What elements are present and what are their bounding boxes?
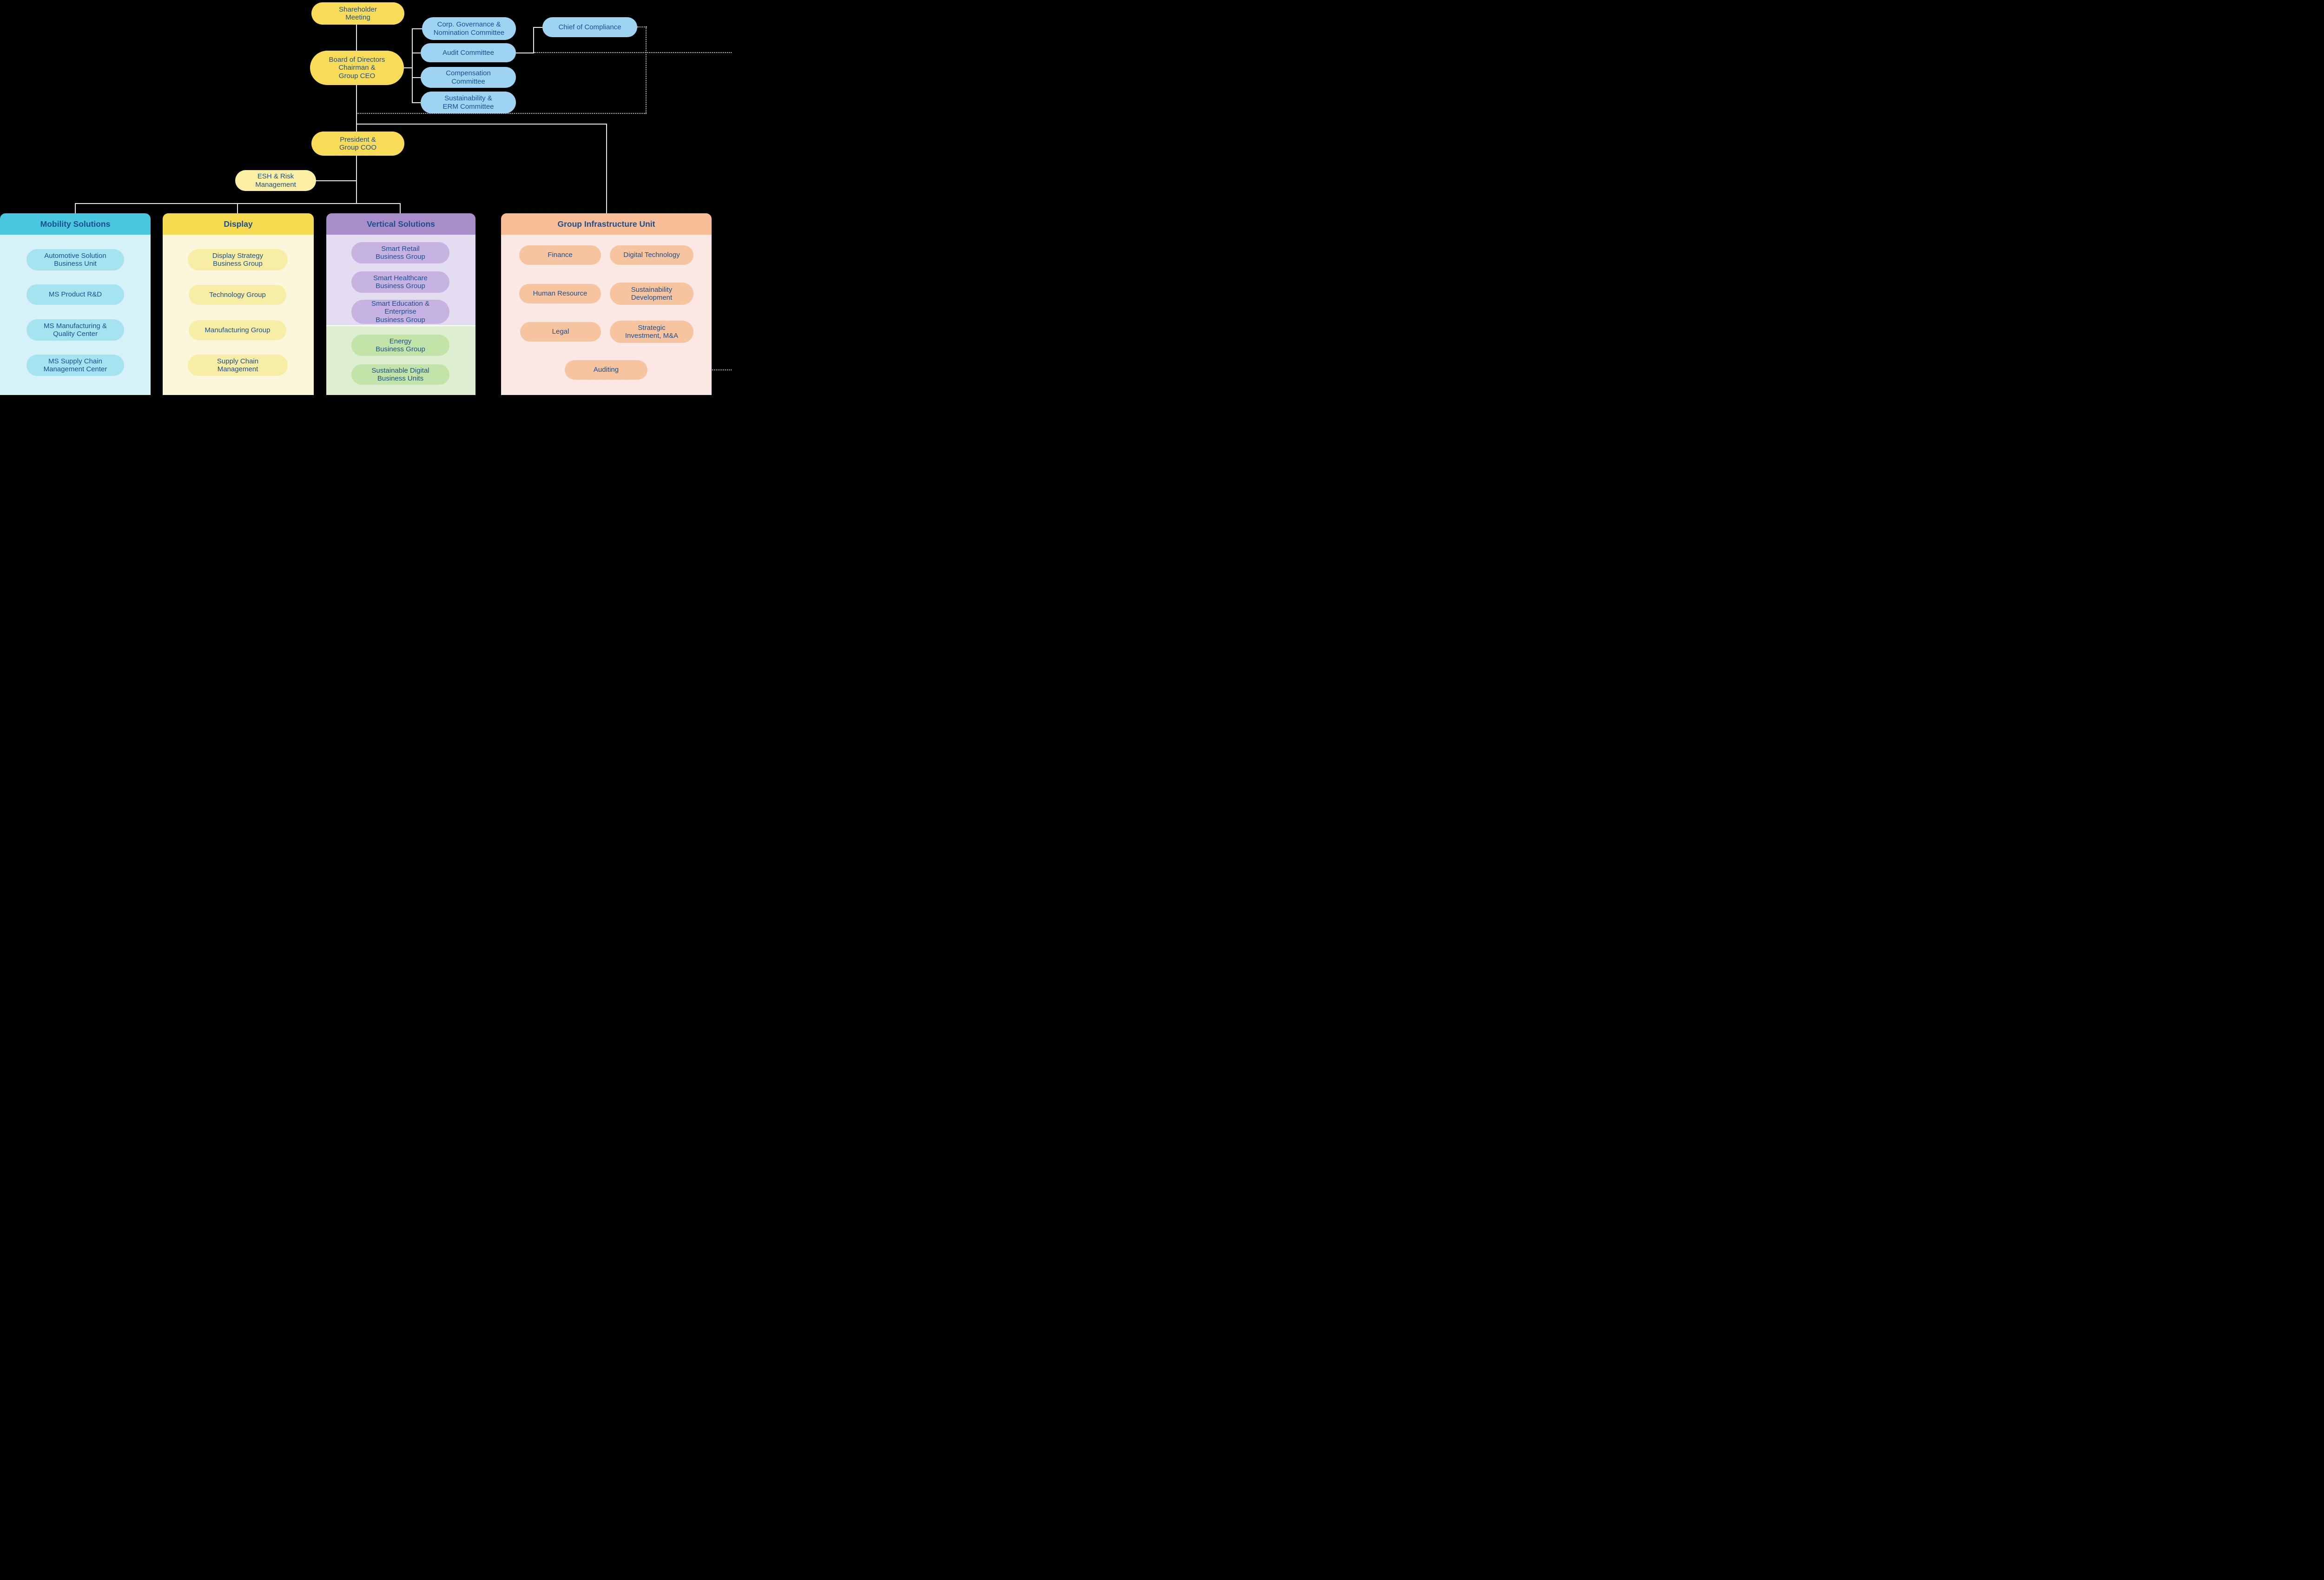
dotted-compliance-right bbox=[637, 26, 647, 27]
connector-shareholder-board bbox=[356, 25, 357, 51]
node-president-coo: President & Group COO bbox=[311, 132, 404, 156]
committee-sustainability-erm: Sustainability & ERM Committee bbox=[421, 92, 516, 113]
dotted-compliance-down bbox=[646, 26, 647, 114]
node-esh-risk-management: ESH & Risk Management bbox=[235, 170, 316, 191]
division-mobility-header: Mobility Solutions bbox=[0, 213, 151, 235]
dotted-audit-to-right-edge bbox=[534, 52, 732, 53]
division-display-header: Display bbox=[163, 213, 314, 235]
unit-automotive-solution-bu: Automotive Solution Business Unit bbox=[26, 249, 124, 270]
unit-energy-bg: Energy Business Group bbox=[351, 335, 449, 356]
unit-digital-technology: Digital Technology bbox=[610, 245, 693, 265]
unit-display-strategy-bg: Display Strategy Business Group bbox=[188, 249, 288, 270]
unit-supply-chain-management: Supply Chain Management bbox=[188, 355, 288, 376]
connector-committee-stub-3 bbox=[412, 77, 421, 78]
division-vertical-header: Vertical Solutions bbox=[326, 213, 475, 235]
committee-corp-governance-nomination: Corp. Governance & Nomination Committee bbox=[422, 17, 516, 40]
connector-drop-mobility bbox=[75, 203, 76, 214]
unit-sustainability-development: Sustainability Development bbox=[610, 283, 693, 305]
node-chief-of-compliance: Chief of Compliance bbox=[542, 17, 637, 37]
connector-infrastructure-h bbox=[356, 124, 607, 125]
org-chart: Shareholder Meeting Board of Directors C… bbox=[0, 0, 732, 395]
dotted-compliance-to-ceo-line bbox=[357, 113, 647, 114]
unit-manufacturing-group: Manufacturing Group bbox=[189, 320, 286, 340]
node-shareholder-meeting: Shareholder Meeting bbox=[311, 2, 404, 25]
unit-ms-product-rd: MS Product R&D bbox=[26, 284, 124, 305]
node-board-chairman-ceo: Board of Directors Chairman & Group CEO bbox=[310, 51, 404, 85]
division-infrastructure-header: Group Infrastructure Unit bbox=[501, 213, 712, 235]
unit-auditing: Auditing bbox=[565, 360, 647, 380]
unit-technology-group: Technology Group bbox=[189, 285, 286, 305]
connector-drop-display bbox=[237, 203, 238, 214]
unit-smart-retail-bg: Smart Retail Business Group bbox=[351, 242, 449, 263]
unit-sustainable-digital-bu: Sustainable Digital Business Units bbox=[351, 364, 449, 385]
connector-president-drop bbox=[356, 156, 357, 204]
unit-finance: Finance bbox=[519, 245, 601, 265]
unit-strategic-investment-ma: Strategic Investment, M&A bbox=[610, 321, 693, 343]
unit-legal: Legal bbox=[520, 322, 601, 342]
connector-committee-stub-4 bbox=[412, 102, 421, 103]
vertical-section-divider bbox=[326, 325, 475, 326]
connector-drop-vertical bbox=[400, 203, 401, 214]
connector-infrastructure-v bbox=[606, 124, 607, 213]
unit-smart-healthcare-bg: Smart Healthcare Business Group bbox=[351, 271, 449, 293]
connector-board-committees-stub bbox=[404, 67, 412, 68]
unit-smart-education-enterprise-bg: Smart Education & Enterprise Business Gr… bbox=[351, 300, 449, 324]
unit-human-resource: Human Resource bbox=[519, 284, 601, 303]
connector-audit-compliance-h2 bbox=[533, 27, 542, 28]
unit-ms-manufacturing-quality: MS Manufacturing & Quality Center bbox=[26, 319, 124, 341]
committee-audit: Audit Committee bbox=[421, 43, 516, 62]
connector-committee-bracket bbox=[412, 28, 413, 103]
connector-audit-compliance-v bbox=[533, 27, 534, 53]
connector-committee-stub-1 bbox=[412, 28, 422, 29]
connector-board-president bbox=[356, 85, 357, 132]
connector-esh-stub bbox=[316, 180, 357, 181]
unit-ms-supply-chain: MS Supply Chain Management Center bbox=[26, 355, 124, 376]
committee-compensation: Compensation Committee bbox=[421, 67, 516, 88]
